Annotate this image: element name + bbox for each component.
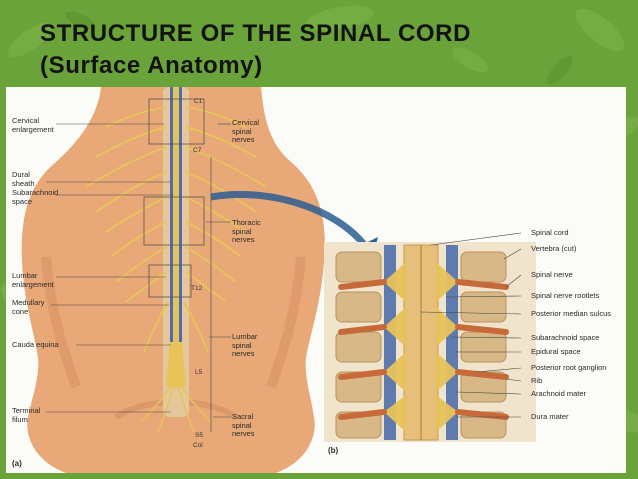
mark-col: Col: [193, 442, 203, 449]
label-dura-mater: Dura mater: [531, 412, 569, 421]
title-line-1: STRUCTURE OF THE SPINAL CORD: [40, 20, 472, 47]
zoom-arrow: [210, 191, 369, 250]
mark-c7: C7: [193, 147, 202, 154]
label-rib: Rib: [531, 376, 543, 385]
label-terminal-filum: Terminal filum: [12, 406, 41, 424]
label-spinal-cord: Spinal cord: [531, 228, 569, 237]
panel-letter-b: (b): [328, 446, 339, 455]
slide-title: STRUCTURE OF THE SPINAL CORD (Surface An…: [40, 18, 471, 82]
label-sacral-spinal-nerves: Sacral spinal nerves: [232, 412, 255, 438]
label-thoracic-spinal-nerves: Thoracic spinal nerves: [232, 218, 261, 244]
label-lumbar-enlargement: Lumbar enlargement: [12, 271, 54, 289]
label-posterior-median-sulcus: Posterior median sulcus: [531, 309, 612, 318]
label-spinal-nerve: Spinal nerve: [531, 270, 573, 279]
label-cervical-enlargement: Cervical enlargement: [12, 116, 54, 134]
detail-figure: [324, 232, 536, 442]
label-subarachnoid-space: Subarachnoid space: [12, 188, 59, 206]
label-subarachnoid-space-b: Subarachnoid space: [531, 333, 600, 342]
mark-t12: T12: [191, 285, 203, 292]
label-epidural-space: Epidural space: [531, 347, 581, 356]
label-lumbar-spinal-nerves: Lumbar spinal nerves: [232, 332, 258, 358]
label-posterior-root-ganglion: Posterior root ganglion: [531, 363, 607, 372]
mark-s5: S5: [195, 432, 203, 439]
label-dural-sheath: Dural sheath: [12, 170, 35, 188]
panel-letter-a: (a): [12, 459, 22, 468]
label-cervical-spinal-nerves: Cervical spinal nerves: [232, 118, 260, 144]
mark-l5: L5: [195, 369, 203, 376]
anatomy-figure-panel: Cervical enlargement Dural sheath Subara…: [6, 87, 626, 473]
back-figure: [21, 87, 325, 473]
label-arachnoid-mater: Arachnoid mater: [531, 389, 587, 398]
label-vertebra-cut: Vertebra (cut): [531, 244, 577, 253]
anatomy-illustration: [21, 87, 536, 473]
label-cauda-equina: Cauda equina: [12, 340, 59, 349]
title-line-2: (Surface Anatomy): [40, 52, 263, 79]
mark-c1: C1: [194, 98, 203, 105]
label-medullary-cone: Medullary cone: [12, 298, 45, 316]
label-spinal-nerve-rootlets: Spinal nerve rootlets: [531, 291, 600, 300]
